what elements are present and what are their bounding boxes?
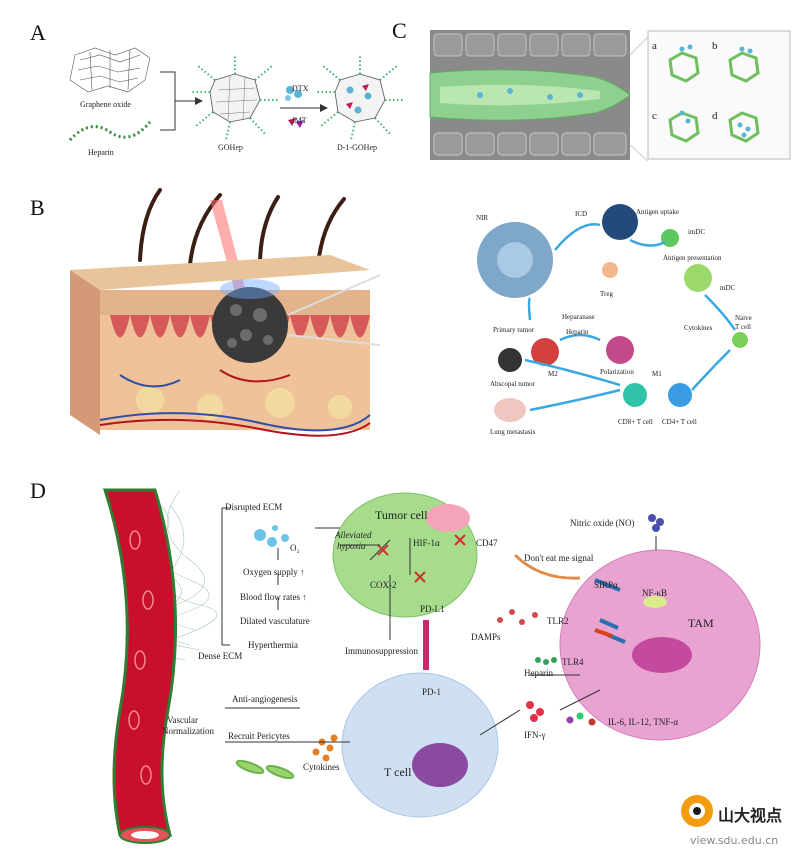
d-label-cd47: CD47 <box>476 538 498 548</box>
d-label-nitric-oxide: Nitric oxide (NO) <box>570 518 635 528</box>
label-imt: IMT <box>292 116 307 125</box>
panel-label-d: D <box>30 478 46 503</box>
watermark-logo-icon <box>681 795 713 827</box>
d1-gohep-particle <box>317 56 403 141</box>
d-label-oxygen-supply: Oxygen supply ↑ <box>243 567 305 577</box>
label-heparin-a: Heparin <box>88 148 114 157</box>
inset-box-c <box>647 30 791 160</box>
panel-label-b: B <box>30 195 45 220</box>
cd4-cell <box>668 383 692 407</box>
d-label-recruit: Recruit Pericytes <box>228 731 290 741</box>
gohep-particle <box>192 56 278 141</box>
graphene-oxide-sheet <box>69 47 151 93</box>
b-label-icd: ICD <box>575 210 588 218</box>
d-label-alleviated: Alleviated <box>335 530 372 540</box>
heparin-chain <box>68 121 152 142</box>
b-label-primary-tumor: Primary tumor <box>493 326 535 334</box>
d-label-pdl1: PD-L1 <box>420 604 445 614</box>
d-label-tlr4: TLR4 <box>562 657 584 667</box>
panel-b-skin-illustration <box>70 188 380 437</box>
b-label-mdc: mDC <box>720 284 736 292</box>
label-dtx: DTX <box>292 84 309 93</box>
d-label-blood-flow: Blood flow rates ↑ <box>240 592 307 602</box>
t-cell <box>341 672 499 818</box>
panel-d-diagram <box>102 488 761 844</box>
panel-label-a: A <box>30 20 46 45</box>
d-label-cytokines: Cytokines <box>303 762 340 772</box>
panel-c-diagram <box>429 30 791 162</box>
b-label-antigen-uptake: Antigen uptake <box>636 208 679 216</box>
tam-nucleus <box>632 637 692 673</box>
d-label-pd1: PD-1 <box>422 687 442 697</box>
d-label-immunosuppression: Immunosuppression <box>345 646 418 656</box>
d-label-normalization: Normalization <box>162 726 214 736</box>
d-label-hypoxia: hypoxia <box>337 541 366 551</box>
d-label-anti-angio: Anti-angiogenesis <box>232 694 298 704</box>
d-label-dont-eat: Don't eat me signal <box>524 553 594 563</box>
t-cell-nucleus <box>412 743 468 787</box>
inset-label-d: d <box>712 110 718 122</box>
b-label-cd8: CD8+ T cell <box>618 418 653 426</box>
label-graphene-oxide: Graphene oxide <box>80 100 131 109</box>
b-label-m2: M2 <box>548 370 558 378</box>
label-gohep: GOHep <box>218 143 243 152</box>
d-label-tlr2: TLR2 <box>547 616 569 626</box>
inset-label-a: a <box>652 40 657 52</box>
inset-label-c: c <box>652 110 657 122</box>
b-label-heparin: Heparin <box>566 328 589 336</box>
d-label-tam: TAM <box>688 616 714 630</box>
d-label-cox2: COX-2 <box>370 580 397 590</box>
panel-a-diagram <box>68 47 403 142</box>
d-label-damps: DAMPs <box>471 632 501 642</box>
d-label-t-cell: T cell <box>384 765 412 779</box>
d-label-tumor-cell: Tumor cell <box>375 508 428 522</box>
d-label-nfkb: NF-κB <box>642 588 668 598</box>
b-label-treg: Treg <box>600 290 613 298</box>
b-label-cytokines: Cytokines <box>684 324 713 332</box>
b-label-polarization: Polarization <box>600 368 634 376</box>
b-label-heparanase: Heparanase <box>562 313 595 321</box>
b-label-abscopal: Abscopal tumor <box>490 380 535 388</box>
d-label-heparin: Heparin <box>524 668 553 678</box>
d-label-dense-ecm: Dense ECM <box>198 651 243 661</box>
b-label-antigen-presentation: Antigen presentation <box>663 254 722 262</box>
d-label-hif: HIF-1α <box>413 538 440 548</box>
panel-b-immune-cycle <box>477 204 748 422</box>
d-label-sirpa: SIRPα <box>594 580 618 590</box>
b-label-t-cell: T cell <box>735 323 752 331</box>
panel-label-c: C <box>392 18 407 43</box>
b-label-cd4: CD4+ T cell <box>662 418 697 426</box>
watermark-name: 山大视点 <box>718 806 783 825</box>
d-label-o2: O₂ <box>290 543 300 553</box>
skin-epidermis <box>70 255 370 290</box>
d-label-disrupted-ecm: Disrupted ECM <box>225 502 283 512</box>
d-label-hyperthermia: Hyperthermia <box>248 640 298 650</box>
b-label-imdc: imDC <box>688 228 706 236</box>
inset-label-b: b <box>712 40 718 52</box>
watermark-url: view.sdu.edu.cn <box>690 834 779 847</box>
b-label-m1: M1 <box>652 370 662 378</box>
d-label-ifn: IFN-γ <box>524 730 546 740</box>
label-d1-gohep: D-1-GOHep <box>337 143 377 152</box>
d-label-dilated: Dilated vasculature <box>240 616 310 626</box>
d-label-interleukins: IL-6, IL-12, TNF-α <box>608 717 679 727</box>
b-label-nir: NIR <box>476 214 489 222</box>
d-label-vascular: Vascular <box>167 715 198 725</box>
cd8-cell <box>623 383 647 407</box>
b-label-naive: Naive <box>735 314 752 322</box>
b-label-lung: Lung metastasis <box>490 428 536 436</box>
